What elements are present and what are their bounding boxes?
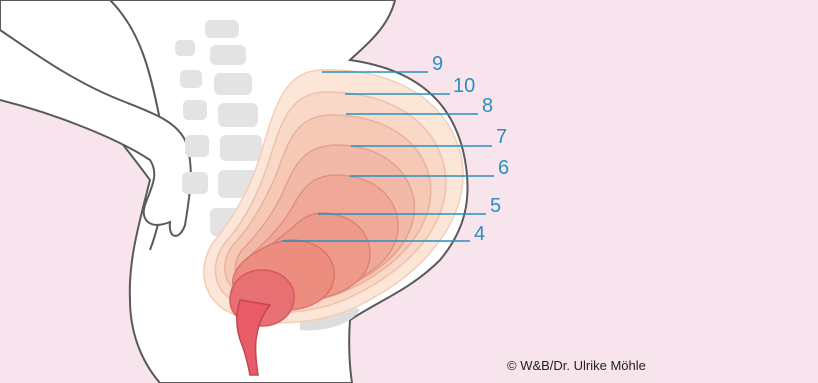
month-label: 9 <box>432 53 443 75</box>
month-label: 7 <box>496 126 507 148</box>
month-label: 5 <box>490 195 501 217</box>
month-label: 6 <box>498 157 509 179</box>
month-label: 4 <box>474 223 485 245</box>
month-label: 8 <box>482 95 493 117</box>
month-label: 10 <box>453 75 475 97</box>
image-credit: © W&B/Dr. Ulrike Möhle <box>507 358 646 373</box>
